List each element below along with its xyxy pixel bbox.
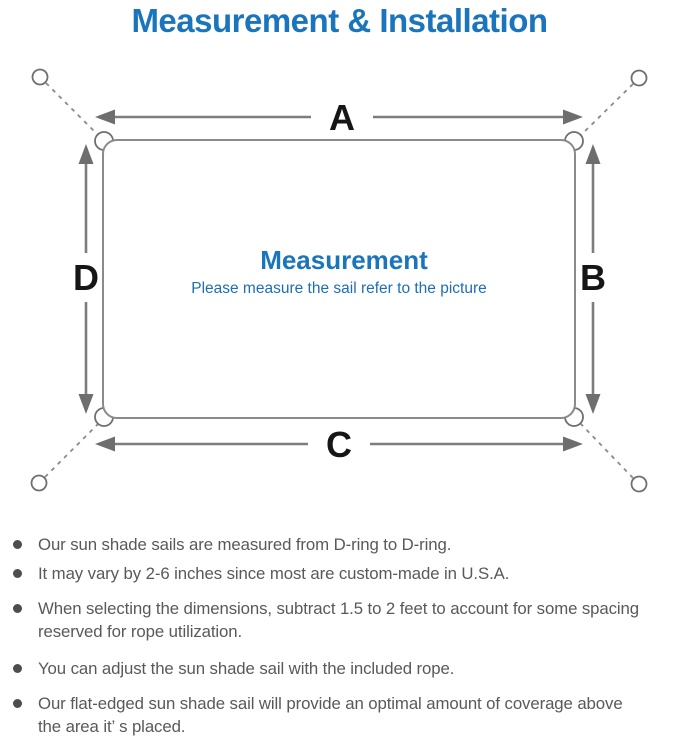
page-title: Measurement & Installation bbox=[131, 2, 548, 39]
dimension-label-c: C bbox=[326, 424, 352, 465]
bullet-icon bbox=[13, 699, 22, 708]
list-item: You can adjust the sun shade sail with t… bbox=[0, 657, 679, 680]
measurement-diagram: A B C D Measurement Please measure the s… bbox=[30, 68, 648, 493]
list-item: It may vary by 2-6 inches since most are… bbox=[0, 562, 679, 585]
list-item: Our sun shade sails are measured from D-… bbox=[0, 533, 679, 556]
note-text: reserved for rope utilization. bbox=[38, 622, 243, 641]
notes-list: Our sun shade sails are measured from D-… bbox=[0, 522, 679, 738]
dimension-label-b: B bbox=[580, 257, 606, 298]
arrow-b-head-top bbox=[585, 144, 601, 164]
shade-sail-outline bbox=[102, 139, 576, 419]
arrow-a-head-right bbox=[563, 109, 583, 125]
anchor-ring-bottom-right bbox=[630, 475, 648, 493]
diagram-center-subtitle: Please measure the sail refer to the pic… bbox=[191, 280, 487, 297]
rope-dashed-line-bottom-left bbox=[44, 421, 101, 478]
arrow-b-head-bottom bbox=[585, 394, 601, 414]
note-text: the area it’ s placed. bbox=[38, 717, 186, 736]
arrow-d-head-bottom bbox=[78, 394, 94, 414]
note-text: When selecting the dimensions, subtract … bbox=[38, 599, 640, 618]
arrow-c-head-left bbox=[95, 436, 115, 452]
note-text: You can adjust the sun shade sail with t… bbox=[38, 659, 455, 678]
bullet-icon bbox=[13, 604, 22, 613]
bullet-icon bbox=[13, 664, 22, 673]
anchor-ring-top-right bbox=[630, 69, 648, 87]
dimension-label-d: D bbox=[73, 257, 99, 298]
rope-dashed-line-top-right bbox=[578, 83, 634, 138]
dimension-label-a: A bbox=[329, 97, 355, 138]
note-text: Our flat-edged sun shade sail will provi… bbox=[38, 694, 623, 713]
bullet-icon bbox=[13, 540, 22, 549]
anchor-ring-bottom-left bbox=[30, 474, 48, 492]
anchor-ring-top-left bbox=[31, 68, 49, 86]
diagram-center-title: Measurement bbox=[260, 245, 428, 275]
arrow-d-head-top bbox=[78, 144, 94, 164]
bullet-icon bbox=[13, 569, 22, 578]
arrow-d bbox=[78, 144, 94, 414]
list-item: Our flat-edged sun shade sail will provi… bbox=[0, 692, 679, 738]
note-text: Our sun shade sails are measured from D-… bbox=[38, 535, 452, 554]
arrow-a bbox=[95, 109, 583, 125]
list-item: When selecting the dimensions, subtract … bbox=[0, 597, 679, 643]
rope-dashed-line-bottom-right bbox=[578, 421, 634, 479]
rope-dashed-line-top-left bbox=[45, 82, 101, 138]
arrow-a-head-left bbox=[95, 109, 115, 125]
arrow-b bbox=[585, 144, 601, 414]
note-text: It may vary by 2-6 inches since most are… bbox=[38, 564, 510, 583]
arrow-c-head-right bbox=[563, 436, 583, 452]
arrow-c bbox=[95, 436, 583, 452]
